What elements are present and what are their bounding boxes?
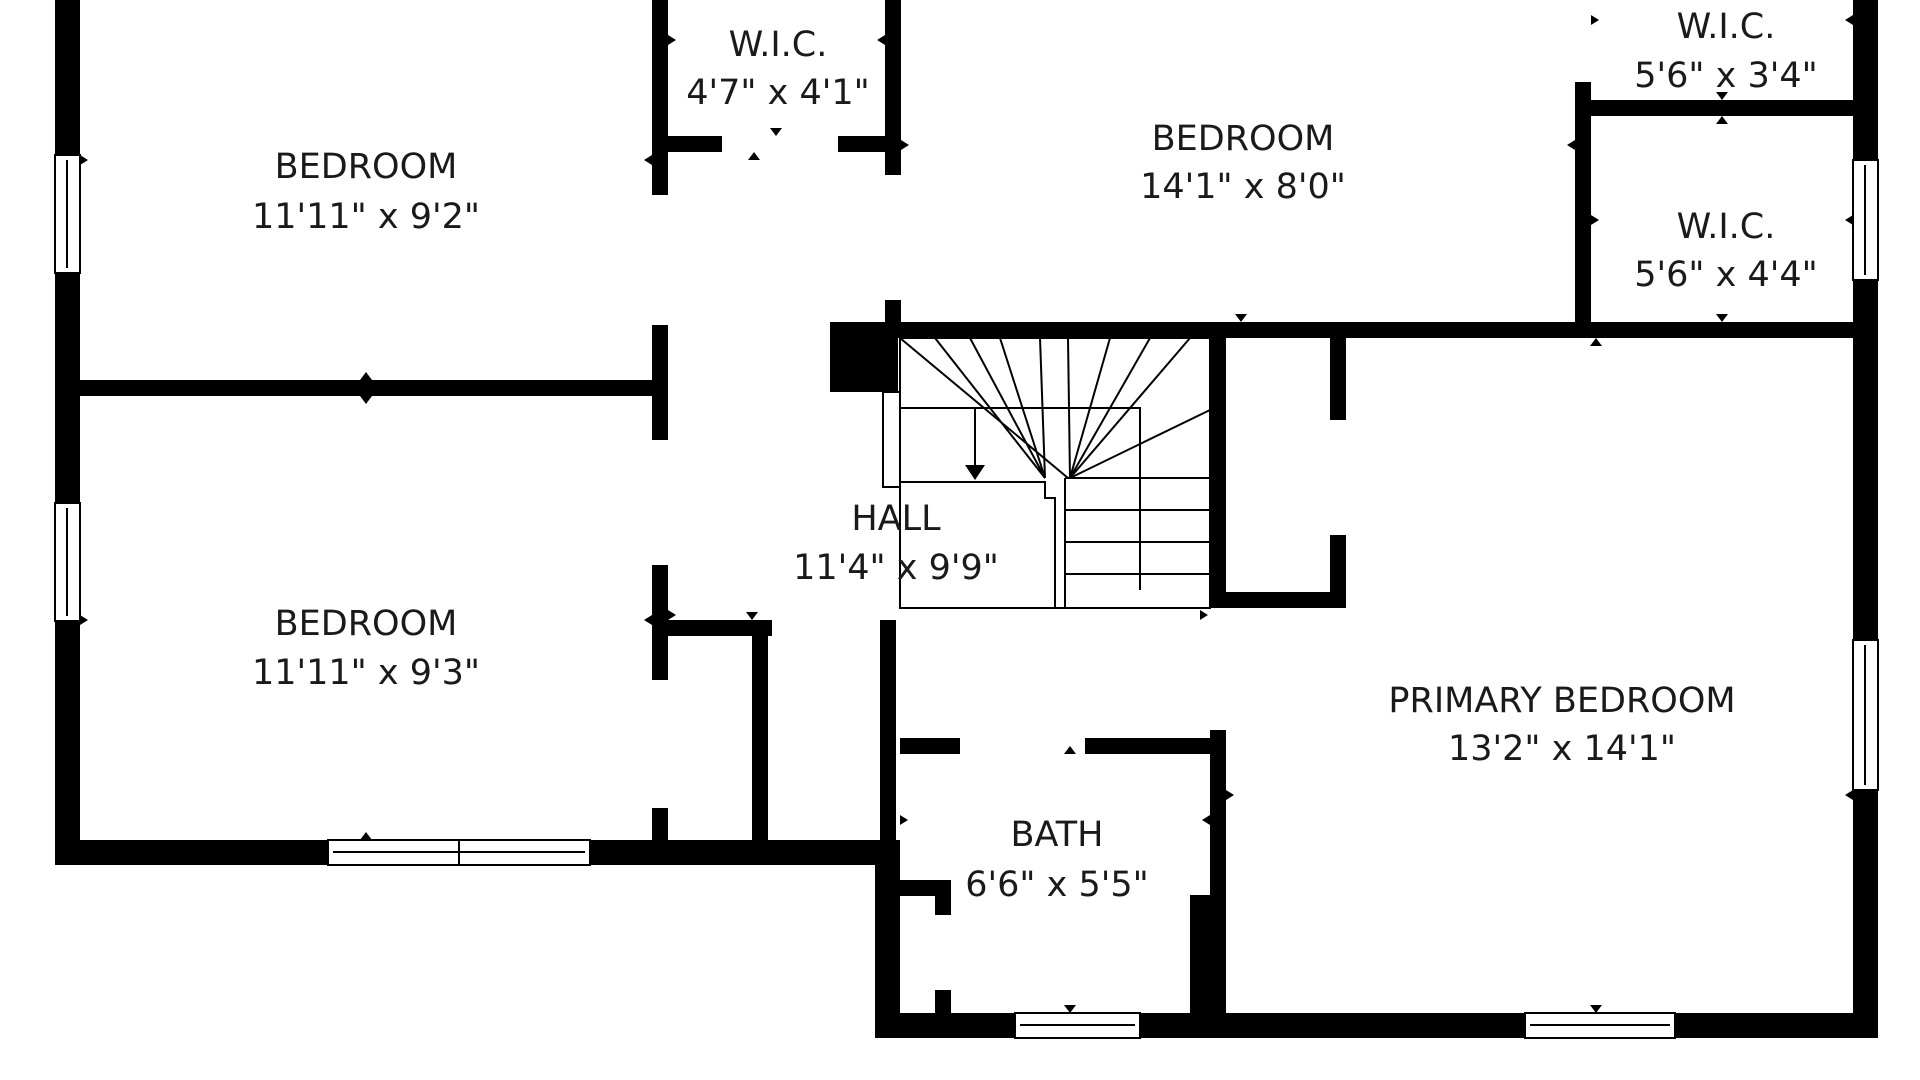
- room-name: BEDROOM: [275, 604, 458, 644]
- room-name: W.I.C.: [1677, 207, 1776, 247]
- wall-east-low: [1853, 790, 1878, 1035]
- window-west-upper: [54, 154, 81, 274]
- wall-linen-east: [880, 620, 896, 860]
- room-name: BATH: [1011, 815, 1104, 855]
- room-dimensions: 11'11" x 9'2": [252, 197, 480, 237]
- room-name: HALL: [851, 499, 941, 539]
- wall-linen-divider: [752, 620, 768, 860]
- wall-closet-west: [1210, 330, 1226, 605]
- wall-wic-bottom-right: [838, 136, 901, 152]
- room-bedroom-sw: BEDROOM 11'11" x 9'3": [252, 604, 480, 693]
- wall-left: [55, 0, 80, 865]
- wall-bath-closet-east: [935, 880, 951, 915]
- window-east-wic: [1852, 159, 1879, 281]
- wall-east-mid: [1853, 280, 1878, 640]
- wall-closet-east-bottom: [1330, 535, 1346, 605]
- wall-hall-west-2: [652, 325, 668, 440]
- room-bedroom-n: BEDROOM 14'1" x 8'0": [1140, 119, 1346, 207]
- room-name: W.I.C.: [1677, 7, 1776, 47]
- wall-bath-top-left: [900, 738, 960, 754]
- wall-closet-east-top: [1330, 330, 1346, 420]
- window-south-primary: [1524, 1012, 1676, 1039]
- room-dimensions: 11'11" x 9'3": [252, 653, 480, 693]
- wall-wic-ne-bottom-right: [1790, 322, 1865, 338]
- room-dimensions: 14'1" x 8'0": [1140, 167, 1346, 207]
- room-wic-ne: W.I.C. 5'6" x 4'4": [1634, 207, 1817, 295]
- room-name: BEDROOM: [1152, 119, 1335, 159]
- wall-linen-top-left: [652, 620, 772, 636]
- wall-wic-ne-west: [1575, 82, 1591, 332]
- window-south-bedroom: [327, 839, 591, 866]
- room-hall: HALL 11'4" x 9'9": [793, 499, 999, 588]
- room-dimensions: 5'6" x 4'4": [1634, 255, 1817, 295]
- wall-wic-bottom-left: [652, 136, 722, 152]
- room-wic-ne-top: W.I.C. 5'6" x 3'4": [1634, 7, 1817, 96]
- room-bedroom-nw: BEDROOM 11'11" x 9'2": [252, 147, 480, 237]
- wall-hall-west-4: [652, 808, 668, 858]
- room-primary-bedroom: PRIMARY BEDROOM 13'2" x 14'1": [1388, 681, 1735, 769]
- walls: [55, 0, 1878, 1038]
- room-dimensions: 6'6" x 5'5": [965, 865, 1148, 905]
- room-wic-north: W.I.C. 4'7" x 4'1": [686, 25, 869, 113]
- wall-wic-west: [652, 0, 668, 155]
- room-bath: BATH 6'6" x 5'5": [965, 815, 1148, 905]
- wall-bath-top-right: [1085, 738, 1215, 754]
- wall-east-top: [1853, 0, 1878, 160]
- stair-direction-arrow: [965, 465, 985, 480]
- room-name: PRIMARY BEDROOM: [1388, 681, 1735, 721]
- room-dimensions: 5'6" x 3'4": [1634, 56, 1817, 96]
- windows: [54, 154, 1879, 1039]
- wall-bedroom-divider: [55, 380, 660, 396]
- window-east-primary: [1852, 639, 1879, 791]
- wall-stair-block: [830, 322, 898, 392]
- wall-wic-ne-divider: [1575, 100, 1865, 116]
- room-dimensions: 4'7" x 4'1": [686, 73, 869, 113]
- room-name: BEDROOM: [275, 147, 458, 187]
- room-dimensions: 13'2" x 14'1": [1448, 729, 1676, 769]
- dimension-ticks: [80, 15, 1853, 1013]
- wall-wic-east: [885, 0, 901, 175]
- wall-bath-east-thick: [1190, 895, 1215, 1035]
- staircase: [882, 337, 1211, 609]
- wall-stair-top: [885, 322, 1860, 338]
- window-west-lower: [54, 502, 81, 622]
- wall-closet-bottom: [1210, 592, 1346, 608]
- wall-bath-west: [875, 840, 900, 1035]
- room-name: W.I.C.: [729, 25, 828, 65]
- window-south-bath: [1014, 1012, 1141, 1039]
- room-dimensions: 11'4" x 9'9": [793, 548, 999, 588]
